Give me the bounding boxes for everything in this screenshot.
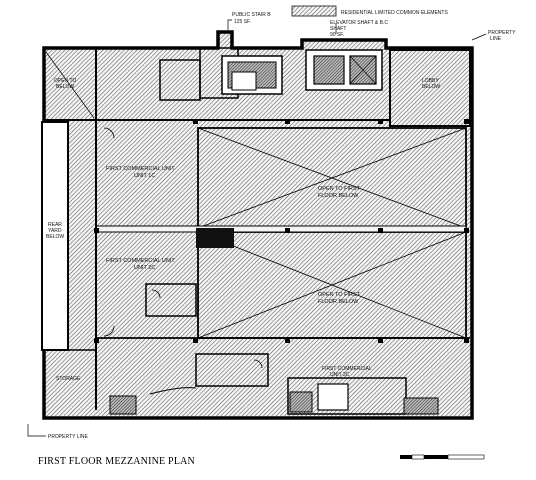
label-unit-lower: FIRST COMMERCIAL UNIT bbox=[106, 258, 175, 264]
label-elevator-shaft: ELEVATOR SHAFT & B.C bbox=[330, 20, 388, 26]
label-public-stair-area: 125 SF. bbox=[234, 19, 251, 25]
plan-title: FIRST FLOOR MEZZANINE PLAN bbox=[38, 456, 195, 467]
callout-lines bbox=[27, 19, 487, 437]
label-rear-yard: REAR bbox=[48, 222, 62, 228]
label-elevator-shaft-area: 90 SF. bbox=[330, 32, 344, 38]
plan-labels: PUBLIC STAIR B 125 SF. ELEVATOR SHAFT & … bbox=[46, 12, 516, 440]
structural-core bbox=[196, 228, 234, 248]
corridor bbox=[95, 225, 467, 233]
legend-label: RESIDENTIAL LIMITED COMMON ELEMENTS bbox=[341, 10, 448, 16]
top-rooms bbox=[44, 47, 471, 410]
label-bottom-right-2: UNIT 2C bbox=[330, 372, 350, 378]
label-rear-yard-2: YARD bbox=[48, 228, 62, 234]
lower-left-rooms bbox=[44, 283, 470, 415]
label-property-line-top: PROPERTY bbox=[488, 30, 516, 36]
label-open-to-below-nw-2: BELOW bbox=[56, 84, 74, 90]
label-open-lower-2: FLOOR BELOW bbox=[318, 299, 359, 305]
label-bottom-right: FIRST COMMERCIAL bbox=[322, 366, 372, 372]
open-to-below-upper bbox=[197, 127, 467, 229]
label-unit-upper-2: UNIT 1C bbox=[134, 173, 155, 179]
label-storage: STORAGE bbox=[56, 376, 81, 382]
label-open-upper: OPEN TO FIRST bbox=[318, 186, 361, 192]
rear-yard bbox=[41, 121, 69, 351]
label-open-upper-2: FLOOR BELOW bbox=[318, 193, 359, 199]
label-property-line-bottom: PROPERTY LINE bbox=[48, 434, 88, 440]
columns bbox=[94, 119, 469, 343]
label-open-lower: OPEN TO FIRST bbox=[318, 292, 361, 298]
label-elevator-shaft-2: SHAFT bbox=[330, 26, 346, 32]
legend: RESIDENTIAL LIMITED COMMON ELEMENTS bbox=[291, 5, 448, 17]
label-rear-yard-3: BELOW bbox=[46, 234, 64, 240]
door-swings bbox=[103, 127, 263, 369]
open-to-below-lower bbox=[197, 231, 467, 339]
legend-swatch bbox=[291, 5, 337, 17]
label-unit-lower-2: UNIT 2C bbox=[134, 265, 155, 271]
label-public-stair: PUBLIC STAIR B bbox=[232, 12, 271, 18]
label-lobby-2: BELOW bbox=[422, 84, 440, 90]
label-lobby: LOBBY bbox=[422, 78, 439, 84]
label-property-line-top-2: LINE bbox=[490, 36, 502, 42]
label-unit-upper: FIRST COMMERCIAL UNIT bbox=[106, 166, 175, 172]
scale-bar bbox=[400, 454, 485, 460]
label-open-to-below-nw: OPEN TO bbox=[54, 78, 76, 84]
